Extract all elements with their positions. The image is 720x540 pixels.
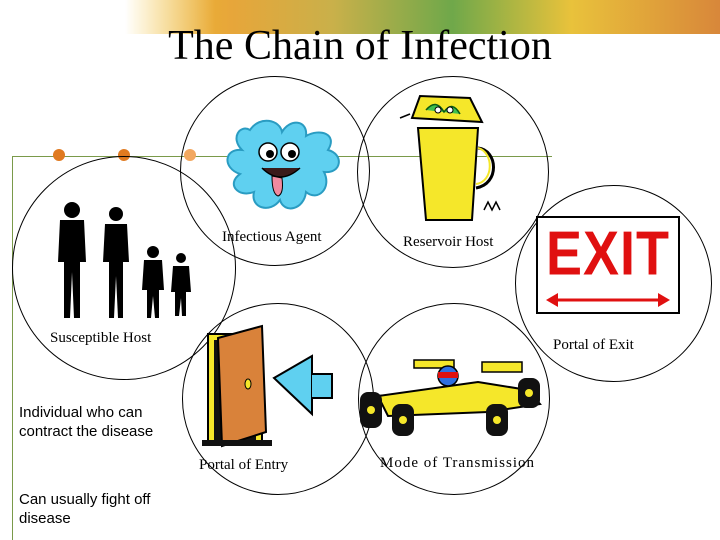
- mode-of-transmission-label: Mode of Transmission: [380, 455, 536, 471]
- exit-sign-icon: [536, 216, 680, 314]
- door-icon: [202, 324, 333, 448]
- susceptible-note-2: Can usually fight off disease: [19, 491, 151, 527]
- reservoir-host-circle: [357, 76, 549, 268]
- vertical-rule: [12, 156, 13, 540]
- susceptible-host-label: Susceptible Host: [50, 330, 152, 346]
- exit-sign-text: EXIT: [545, 219, 671, 289]
- portal-of-exit-circle: [515, 185, 712, 382]
- susceptible-note-1: Individual who can contract the disease: [19, 404, 154, 440]
- race-car-icon: [360, 359, 542, 436]
- banner-fade: [125, 0, 215, 34]
- reservoir-host-label: Reservoir Host: [403, 234, 494, 250]
- infectious-agent-label: Infectious Agent: [222, 229, 322, 245]
- people-silhouettes-icon: [58, 202, 191, 318]
- trash-can-icon: [399, 94, 501, 221]
- germ-icon: [226, 119, 340, 210]
- portal-of-exit-label: Portal of Exit: [553, 337, 634, 353]
- page-title: The Chain of Infection: [168, 23, 552, 69]
- portal-of-entry-label: Portal of Entry: [199, 457, 289, 473]
- orange-dot: [53, 149, 65, 161]
- susceptible-host-circle: [12, 156, 236, 380]
- decorative-banner: [125, 0, 720, 34]
